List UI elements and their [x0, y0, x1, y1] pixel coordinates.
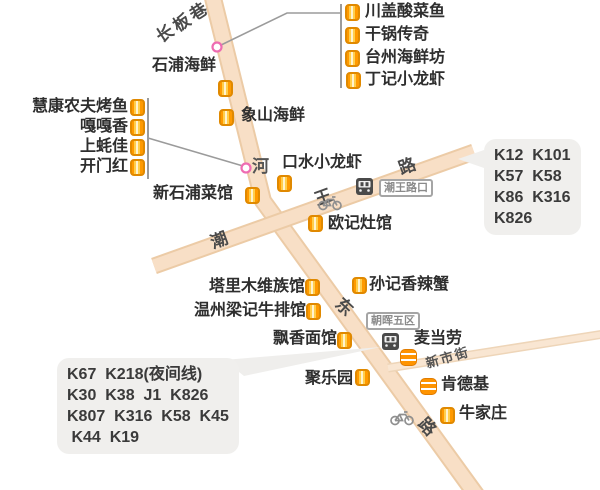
poi-label-huikang-nongfu-kaoyu: 慧康农夫烤鱼 [31, 98, 128, 115]
poi-label-ganguo-chuanqi: 干锅传奇 [365, 26, 430, 43]
road-label-he: 河 [252, 157, 269, 176]
route-line: K807 K316 K58 K45 [67, 408, 229, 425]
route-box-southwest: K67 K218(夜间线) K30 K38 J1 K826 K807 K316 … [57, 358, 239, 454]
lantern-icon[interactable] [130, 99, 145, 116]
bicycle-icon[interactable] [389, 409, 415, 426]
connector-line-top [216, 12, 341, 48]
bus-stop-icon[interactable] [382, 333, 399, 350]
burger-icon[interactable] [420, 378, 437, 395]
lantern-icon[interactable] [218, 80, 233, 97]
route-line: K57 K58 [494, 168, 562, 185]
bus-stop-icon[interactable] [356, 178, 373, 195]
road-chaowang [151, 145, 477, 273]
poi-label-ouji-zaoguan: 欧记灶馆 [328, 215, 393, 232]
poi-label-kfc: 肯德基 [441, 376, 490, 393]
road-xinshijie [387, 331, 600, 371]
bus-stop-label-chaowang-lukou[interactable]: 潮王路口 [379, 179, 433, 197]
lantern-icon[interactable] [345, 50, 360, 67]
lantern-icon[interactable] [337, 332, 352, 349]
lantern-icon[interactable] [308, 215, 323, 232]
poi-label-taizhou-haixianfang: 台州海鲜坊 [365, 49, 446, 66]
poi-label-shipu-haixian: 石浦海鲜 [152, 57, 217, 74]
poi-label-wenzhou-liangji: 温州梁记牛排馆 [193, 302, 306, 319]
route-line: K67 K218(夜间线) [67, 366, 203, 383]
lantern-icon[interactable] [345, 4, 360, 21]
lantern-icon[interactable] [306, 303, 321, 320]
lantern-icon[interactable] [219, 109, 234, 126]
poi-label-sunji-xianglaxie: 孙记香辣蟹 [369, 276, 450, 293]
poi-label-mcdonalds: 麦当劳 [414, 330, 463, 347]
lantern-icon[interactable] [130, 159, 145, 176]
burger-icon[interactable] [400, 349, 417, 366]
poi-label-shanghaojia: 上蚝佳 [79, 138, 128, 155]
connector-line-left [147, 137, 244, 167]
lantern-icon[interactable] [277, 175, 292, 192]
poi-label-kaimenhong: 开门红 [79, 158, 128, 175]
poi-label-chuangai-suancaiyu: 川盖酸菜鱼 [365, 3, 446, 20]
poi-label-xiangshan-haixian: 象山海鲜 [241, 107, 306, 124]
route-line: K86 K316 [494, 189, 571, 206]
route-box-ne-tail [458, 150, 484, 168]
poi-label-koushui-xiaolongxia: 口水小龙虾 [282, 154, 363, 171]
lantern-icon[interactable] [440, 407, 455, 424]
route-line: K30 K38 J1 K826 [67, 387, 209, 404]
route-box-sw-tail [224, 347, 381, 376]
poi-label-gagaxiang: 嘎嘎香 [79, 118, 128, 135]
lantern-icon[interactable] [346, 72, 361, 89]
road-east-lu [206, 0, 482, 490]
poi-label-julayuan: 聚乐园 [304, 370, 353, 387]
lantern-icon[interactable] [130, 139, 145, 156]
poi-label-talimu-weizuguan: 塔里木维族馆 [208, 278, 305, 295]
poi-label-niujiazhuang: 牛家庄 [459, 405, 508, 422]
poi-label-piaoxiang-mianguan: 飘香面馆 [272, 330, 337, 347]
lantern-icon[interactable] [345, 27, 360, 44]
poi-label-xinshipu-caiguan: 新石浦菜馆 [153, 185, 234, 202]
route-line: K12 K101 [494, 147, 571, 164]
lantern-icon[interactable] [245, 187, 260, 204]
poi-label-dingji-xiaolongxia: 丁记小龙虾 [365, 71, 446, 88]
bicycle-icon[interactable] [317, 194, 343, 211]
lantern-icon[interactable] [130, 119, 145, 136]
route-box-northeast: K12 K101 K57 K58 K86 K316 K826 [484, 139, 581, 235]
location-dot-changban[interactable] [211, 41, 223, 53]
bus-stop-label-chaohui-wuqu[interactable]: 朝晖五区 [366, 312, 420, 330]
lantern-icon[interactable] [352, 277, 367, 294]
route-line: K44 K19 [67, 429, 140, 446]
location-dot-he[interactable] [240, 162, 252, 174]
lantern-icon[interactable] [305, 279, 320, 296]
lantern-icon[interactable] [355, 369, 370, 386]
route-line: K826 [494, 210, 533, 227]
